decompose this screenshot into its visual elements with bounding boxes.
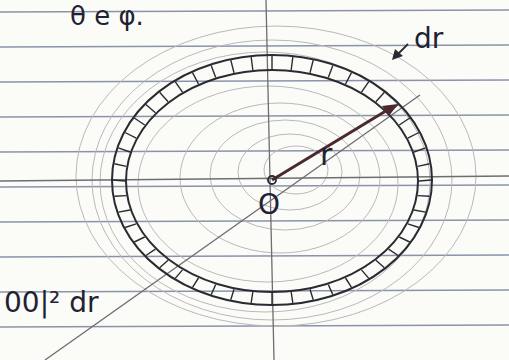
hatch-mark [231,289,234,300]
hatch-mark [291,292,293,303]
hatch-mark [389,249,399,255]
hatch-mark [310,60,313,73]
hatch-mark [134,118,144,125]
hatch-mark [146,249,156,255]
radius-label: r [320,138,332,171]
hatch-mark [193,73,199,84]
hatch-mark [376,92,385,102]
hatch-mark [328,65,333,77]
hatch-mark [114,164,126,167]
hatch-mark [399,237,409,242]
faint-circles [76,26,476,326]
hatch-mark [113,180,125,181]
dr-label: dr [414,24,443,55]
hatch-mark [114,195,126,197]
hatch-mark [134,237,144,242]
angle-note: θ e φ. [70,2,144,31]
integral-note: 00|² dr [4,288,98,319]
hatch-mark [362,270,369,279]
hatch-mark [376,260,385,268]
hatch-mark [346,73,352,84]
hatch-mark [414,210,426,212]
hatch-mark [346,278,352,287]
hatch-mark [408,133,419,139]
hatch-mark [175,82,182,93]
hatch-mark [251,292,253,303]
hatch-mark [271,293,272,304]
hatch-mark [362,82,369,93]
hatch-mark [418,195,430,197]
hatch-mark [125,133,136,139]
radius-arrow [272,104,398,180]
hatch-mark [414,148,426,152]
hatch-mark [419,180,431,181]
hatch-mark [408,224,419,228]
hatch-mark [160,92,169,102]
hatch-mark [118,148,130,152]
hatch-mark [271,56,272,69]
hatch-mark [399,118,409,125]
hatch-mark [193,278,199,287]
hatch-mark [231,60,234,73]
hatch-mark [310,289,313,300]
hatch-mark [211,65,216,77]
hatch-mark [175,270,182,279]
shell [112,55,432,305]
hatch-mark [146,105,156,113]
hatch-mark [211,285,216,295]
hatch-mark [160,260,169,268]
shell-hatching [113,56,431,304]
dr-arrow [392,44,408,60]
hatch-mark [251,57,253,70]
hatch-mark [118,210,130,212]
hatch-mark [291,57,293,70]
hatch-mark [418,164,430,167]
origin-dot [268,176,276,184]
origin-label: O [258,190,280,221]
ruled-lines [0,10,509,327]
hatch-mark [125,224,136,228]
hatch-mark [328,285,333,295]
